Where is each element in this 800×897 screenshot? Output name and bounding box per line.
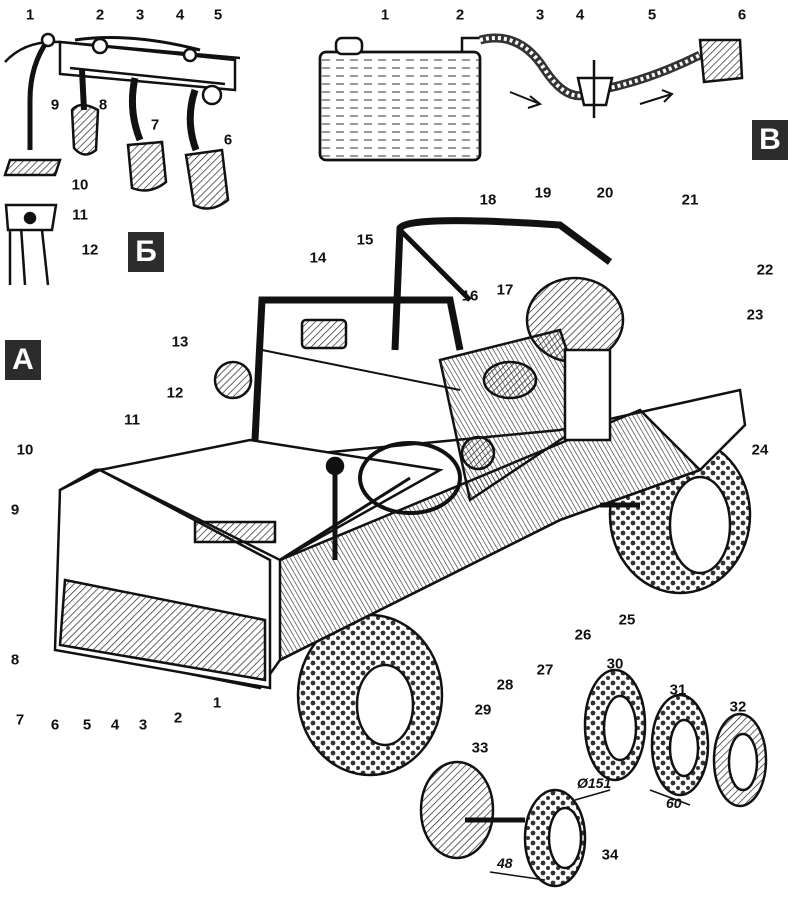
callout-a-17: 17 bbox=[496, 281, 514, 299]
callout-a-25: 25 bbox=[618, 611, 636, 629]
callout-b-5: 5 bbox=[213, 6, 223, 24]
callout-v-5: 5 bbox=[647, 6, 657, 24]
callout-b-3: 3 bbox=[135, 6, 145, 24]
dimension-diameter-151: Ø151 bbox=[577, 775, 612, 791]
callout-a-21: 21 bbox=[681, 191, 699, 209]
callout-a-22: 22 bbox=[756, 261, 774, 279]
callout-b-9: 9 bbox=[50, 96, 60, 114]
callout-a-19: 19 bbox=[534, 184, 552, 202]
steering-wheel bbox=[358, 441, 462, 515]
panel-letter-v: В bbox=[752, 120, 788, 160]
callout-a-27: 27 bbox=[536, 661, 554, 679]
callout-b-6: 6 bbox=[223, 131, 233, 149]
callout-a-1: 1 bbox=[212, 694, 222, 712]
callout-a-13: 13 bbox=[171, 333, 189, 351]
callout-b-8: 8 bbox=[98, 96, 108, 114]
callout-34: 34 bbox=[601, 846, 619, 864]
dimension-60: 60 bbox=[666, 795, 682, 811]
panel-letter-b: Б bbox=[128, 232, 164, 272]
pedal-assembly bbox=[3, 32, 241, 286]
callout-a-6: 6 bbox=[50, 716, 60, 734]
callout-v-3: 3 bbox=[535, 6, 545, 24]
callout-a-18: 18 bbox=[479, 191, 497, 209]
fuel-system bbox=[318, 33, 744, 162]
callout-31: 31 bbox=[669, 681, 687, 699]
callout-b-2: 2 bbox=[95, 6, 105, 24]
buggy-vehicle bbox=[53, 217, 752, 777]
callout-a-29: 29 bbox=[474, 701, 492, 719]
callout-a-23: 23 bbox=[746, 306, 764, 324]
callout-a-15: 15 bbox=[356, 231, 374, 249]
callout-30: 30 bbox=[606, 655, 624, 673]
callout-a-8: 8 bbox=[10, 651, 20, 669]
callout-a-20: 20 bbox=[596, 184, 614, 202]
callout-a-24: 24 bbox=[751, 441, 769, 459]
callout-a-12: 12 bbox=[166, 384, 184, 402]
callout-a-7: 7 bbox=[15, 711, 25, 729]
callout-a-10: 10 bbox=[16, 441, 34, 459]
wheel-hub-parts bbox=[419, 668, 768, 888]
callout-a-3: 3 bbox=[138, 716, 148, 734]
callout-32: 32 bbox=[729, 698, 747, 716]
callout-a-11: 11 bbox=[124, 411, 140, 429]
callout-a-26: 26 bbox=[574, 626, 592, 644]
callout-v-2: 2 bbox=[455, 6, 465, 24]
callout-a-5: 5 bbox=[82, 716, 92, 734]
callout-b-12: 12 bbox=[81, 241, 99, 259]
callout-v-6: 6 bbox=[737, 6, 747, 24]
callout-33: 33 bbox=[471, 739, 489, 757]
dimension-48: 48 bbox=[497, 855, 513, 871]
callout-b-7: 7 bbox=[150, 116, 160, 134]
callout-b-4: 4 bbox=[175, 6, 185, 24]
callout-a-4: 4 bbox=[110, 716, 120, 734]
headlight bbox=[213, 360, 253, 400]
callout-a-9: 9 bbox=[10, 501, 20, 519]
callout-a-2: 2 bbox=[173, 709, 183, 727]
callout-a-14: 14 bbox=[309, 249, 327, 267]
callout-a-28: 28 bbox=[496, 676, 514, 694]
panel-letter-a: А bbox=[5, 340, 41, 380]
callout-v-4: 4 bbox=[575, 6, 585, 24]
callout-b-1: 1 bbox=[25, 6, 35, 24]
callout-a-16: 16 bbox=[461, 287, 479, 305]
callout-b-11: 11 bbox=[72, 206, 88, 224]
callout-b-10: 10 bbox=[71, 176, 89, 194]
callout-v-1: 1 bbox=[380, 6, 390, 24]
